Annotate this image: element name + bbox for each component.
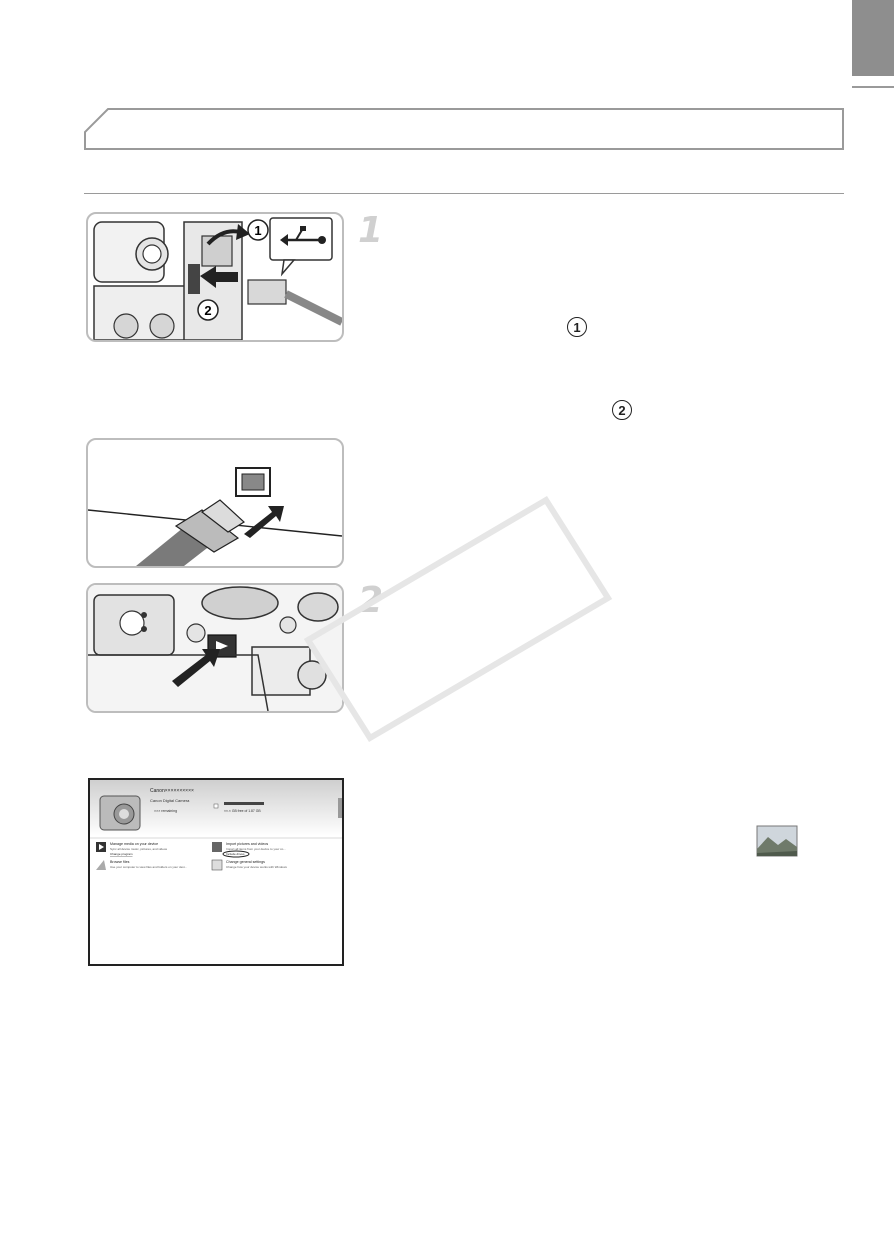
- circled-marker-2: 2: [612, 400, 632, 420]
- section-divider: [84, 193, 844, 194]
- option-3-desc: Use your computer to view files and fold…: [110, 865, 187, 869]
- illustration-camera-terminal: 1 2: [86, 212, 344, 342]
- option-3-title: Browse files: [110, 860, 130, 864]
- option-4-title: Change general settings: [226, 860, 265, 864]
- section-banner: [84, 108, 844, 150]
- chapter-tab-underline: [852, 86, 894, 88]
- option-4-desc: Change how your device works with Window…: [226, 865, 287, 869]
- computer-usb-drawing: [88, 467, 342, 566]
- callout-1: 1: [254, 223, 261, 238]
- option-2-title: Import pictures and videos: [226, 842, 268, 846]
- option-2-link: Include drives: [226, 852, 245, 856]
- camera-playback-drawing: [88, 585, 342, 711]
- camera-terminal-drawing: 1 2: [93, 217, 342, 340]
- option-1-title: Manage media on your device: [110, 842, 158, 846]
- illustration-playback-button: [86, 583, 344, 713]
- step-number-1: 1: [358, 210, 384, 251]
- storage-label: ××.× GB free of 1.87 GB: [224, 809, 261, 813]
- device-window-drawing: Canon×××××××××× Canon Digital Camera ×××…: [90, 780, 342, 871]
- device-window-screenshot: Canon×××××××××× Canon Digital Camera ×××…: [88, 778, 344, 966]
- device-name: Canon××××××××××: [150, 788, 194, 794]
- chapter-tab: [852, 0, 894, 76]
- option-1-desc: Sync all device music, pictures, and vid…: [110, 847, 168, 851]
- option-1-link: Change program: [110, 852, 133, 856]
- watermark-shape: [303, 495, 613, 743]
- landscape-photo-icon: [756, 825, 798, 857]
- circled-marker-1: 1: [567, 317, 587, 337]
- device-type: Canon Digital Camera: [150, 798, 190, 803]
- device-status: ××× remaining: [154, 809, 177, 813]
- illustration-computer-usb-port: [86, 438, 344, 568]
- option-2-desc: Import all items from your device to you…: [226, 847, 286, 851]
- callout-2: 2: [204, 303, 211, 318]
